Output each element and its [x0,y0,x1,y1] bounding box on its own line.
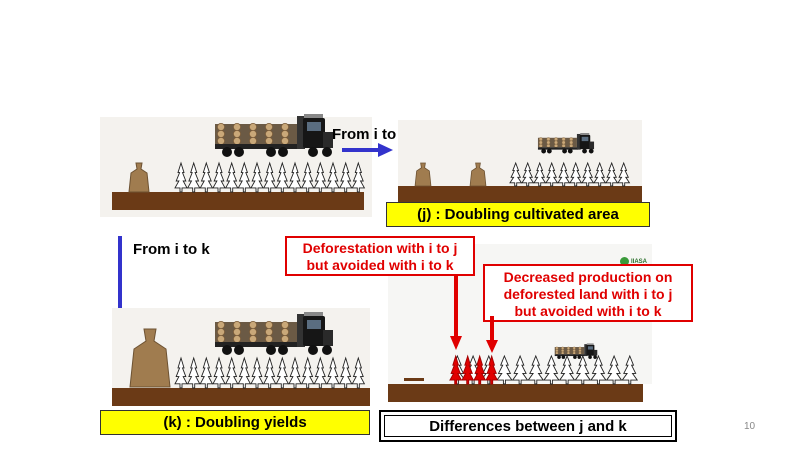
j-caption: (j) : Doubling cultivated area [386,202,650,227]
grain-sack-icon [128,162,150,193]
arrow-right-icon [342,143,393,157]
grain-sack-icon [129,328,171,388]
forest-icon [174,356,366,389]
page-number: 10 [744,421,756,432]
red-arrow-down-icon [486,316,498,353]
k-caption: (k) : Doubling yields [100,410,370,435]
ground-stub [404,378,424,381]
ground-i [112,192,364,210]
ground-k [112,388,370,406]
forest-icon [509,161,631,187]
deforested-trees-icon [449,354,499,385]
forest-icon [174,161,366,193]
ground-j [398,186,642,202]
differences-caption: Differences between j and k [379,410,677,442]
iiasa-logo: IIASA [620,257,647,266]
grain-sack-icon [469,162,487,187]
red-arrow-down-icon [450,276,462,350]
from-i-to-k-label: From i to k [133,241,210,258]
log-truck-icon [215,114,333,157]
deforestation-callout: Deforestation with i to j but avoided wi… [285,236,475,276]
grain-sack-icon [414,162,432,187]
log-truck-icon [537,133,595,154]
log-truck-icon [215,312,333,355]
from-i-to-j-label: From i to j [332,126,405,143]
decreased-production-callout: Decreased production on deforested land … [483,264,693,322]
ground-differences [388,384,643,402]
log-truck-icon [554,343,598,359]
